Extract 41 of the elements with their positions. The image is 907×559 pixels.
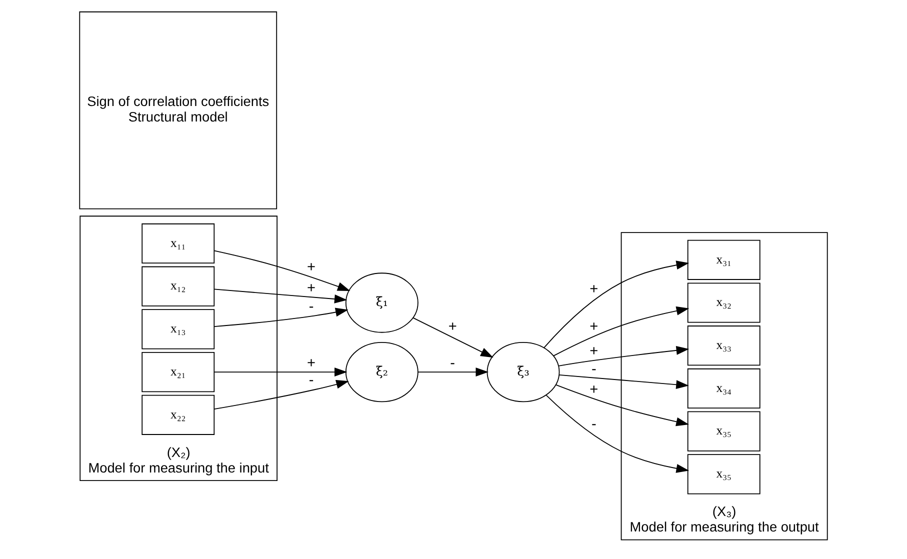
edge-label: + xyxy=(590,382,598,398)
edge-label: + xyxy=(306,280,316,297)
edge-label: - xyxy=(591,362,596,378)
node-box: x₃₂ xyxy=(687,282,760,323)
arrow xyxy=(544,260,690,348)
node-box: x₁₂ xyxy=(142,266,215,306)
edge-label: + xyxy=(590,343,598,360)
edge-label: - xyxy=(308,372,314,389)
arrow xyxy=(546,394,690,473)
node-box: x₃₁ xyxy=(687,240,760,280)
arrow xyxy=(214,380,349,410)
arrow xyxy=(553,306,690,356)
node-box: x₂₂ xyxy=(142,394,215,435)
arrow xyxy=(214,308,348,328)
arrow xyxy=(556,384,689,426)
edge-label: + xyxy=(448,318,457,335)
arrow xyxy=(412,317,494,358)
node-box: x₃₄ xyxy=(687,368,760,409)
arrow xyxy=(418,368,489,377)
node-box: x₃₃ xyxy=(687,326,760,366)
edge-label: - xyxy=(591,416,596,432)
node-ellipse: ξ₂ xyxy=(345,342,418,402)
edge-label: - xyxy=(308,298,314,315)
edge-label: + xyxy=(306,355,316,372)
arrow xyxy=(214,368,348,377)
node-box: x₃₅ xyxy=(687,411,760,452)
edge-label: + xyxy=(590,281,598,298)
node-box: x₁₃ xyxy=(142,309,215,350)
arrow xyxy=(214,250,350,291)
node-box: x₃₅ xyxy=(687,454,760,494)
arrow xyxy=(214,288,348,304)
arrow xyxy=(558,346,690,366)
node-box: x₁₁ xyxy=(142,223,215,264)
node-box: Sign of correlation coefficients Structural model xyxy=(79,11,278,210)
node-box: x₂₁ xyxy=(142,352,215,392)
edge-label: + xyxy=(306,260,316,276)
arrow xyxy=(558,374,689,390)
edge-label: + xyxy=(590,318,598,335)
node-ellipse: ξ₁ xyxy=(345,272,418,333)
node-ellipse: ξ₃ xyxy=(486,342,560,402)
edge-label: - xyxy=(450,355,456,372)
